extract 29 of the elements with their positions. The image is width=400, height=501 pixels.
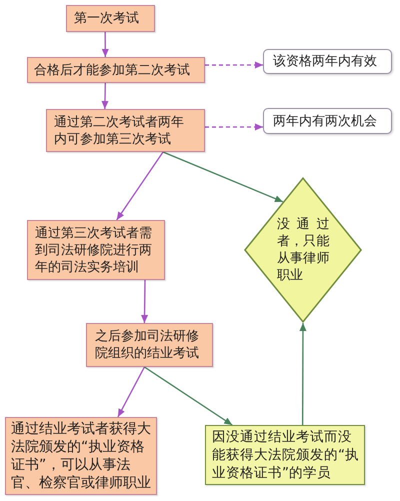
arrow [141,280,148,323]
process-box [27,57,205,83]
arrow [162,151,284,202]
arrow [144,366,233,426]
outcome-text: 因没通过结业考试而没能获得大法院颁发的“执业资格证书”的学员 [212,428,359,482]
step-text: 通过结业考试者获得大法院颁发的“执业资格证书”，可以从事法官、检察官或律师职业 [11,420,152,492]
note-box [263,108,392,134]
process-box [46,109,205,152]
note-text: 两年内有两次机会 [273,112,378,130]
note-text: 该资格两年内有效 [273,53,378,70]
arrow [116,152,164,220]
arrow [117,366,145,418]
process-box [66,5,155,32]
step-text: 第一次考试 [74,10,140,27]
arrow [299,323,306,425]
process-box [27,220,165,280]
process-box [86,323,213,367]
dashed-arrow [205,62,263,68]
step-text: 通过第三次考试者需到司法研修院进行两年的司法实务培训 [35,224,153,276]
arrow [102,32,109,57]
note-box [263,49,392,74]
decision-text: 没通过者，只能从事律师职业 [276,216,330,284]
step-text: 之后参加司法研修院组织的结业考试 [95,328,200,362]
step-text: 通过第二次考试者两年内可参加第三次考试 [54,114,185,148]
dashed-arrow [205,124,263,130]
decision-diamond [244,177,362,323]
outcome-box [205,425,365,485]
step-text: 合格后才能参加第二次考试 [34,62,191,78]
arrow [101,82,108,110]
